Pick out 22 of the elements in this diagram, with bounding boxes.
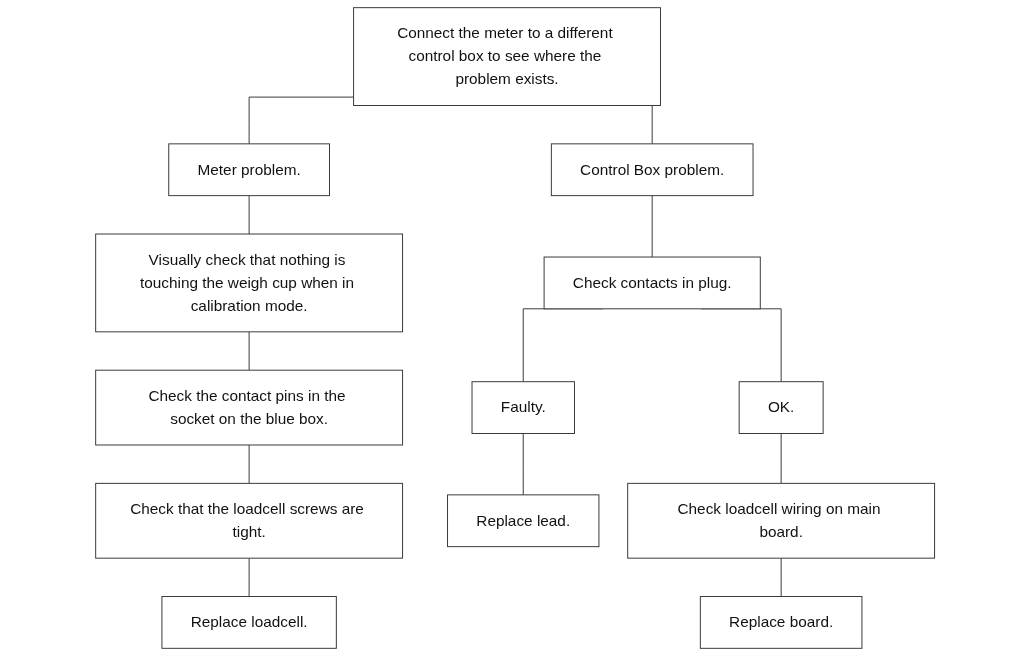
node-box: Replace lead. <box>447 494 600 548</box>
connector <box>652 195 654 258</box>
node-box: Check the contact pins in the socket on the blue box. <box>95 369 404 446</box>
node-box: Check that the loadcell screws are tight. <box>95 482 404 559</box>
node-box: Connect the meter to a different control box to see where the problem exists. <box>353 7 662 106</box>
connector <box>523 433 525 496</box>
connector <box>249 96 355 145</box>
connector <box>781 557 782 597</box>
node-box: Faulty. <box>471 381 576 434</box>
connector <box>249 195 250 235</box>
connector <box>249 331 250 371</box>
connector <box>249 557 250 597</box>
node-box: Check loadcell wiring on main board. <box>627 482 936 559</box>
node-box: OK. <box>739 381 824 434</box>
connector <box>781 433 782 484</box>
node-box: Meter problem. <box>168 143 331 197</box>
node-box: Control Box problem. <box>551 143 754 197</box>
node-box: Replace loadcell. <box>161 596 338 649</box>
node-box: Check contacts in plug. <box>543 256 762 310</box>
node-box: Visually check that nothing is touching the weigh cup when in calibration mode. <box>95 233 404 333</box>
connector <box>249 444 250 484</box>
node-box: Replace board. <box>700 596 863 649</box>
